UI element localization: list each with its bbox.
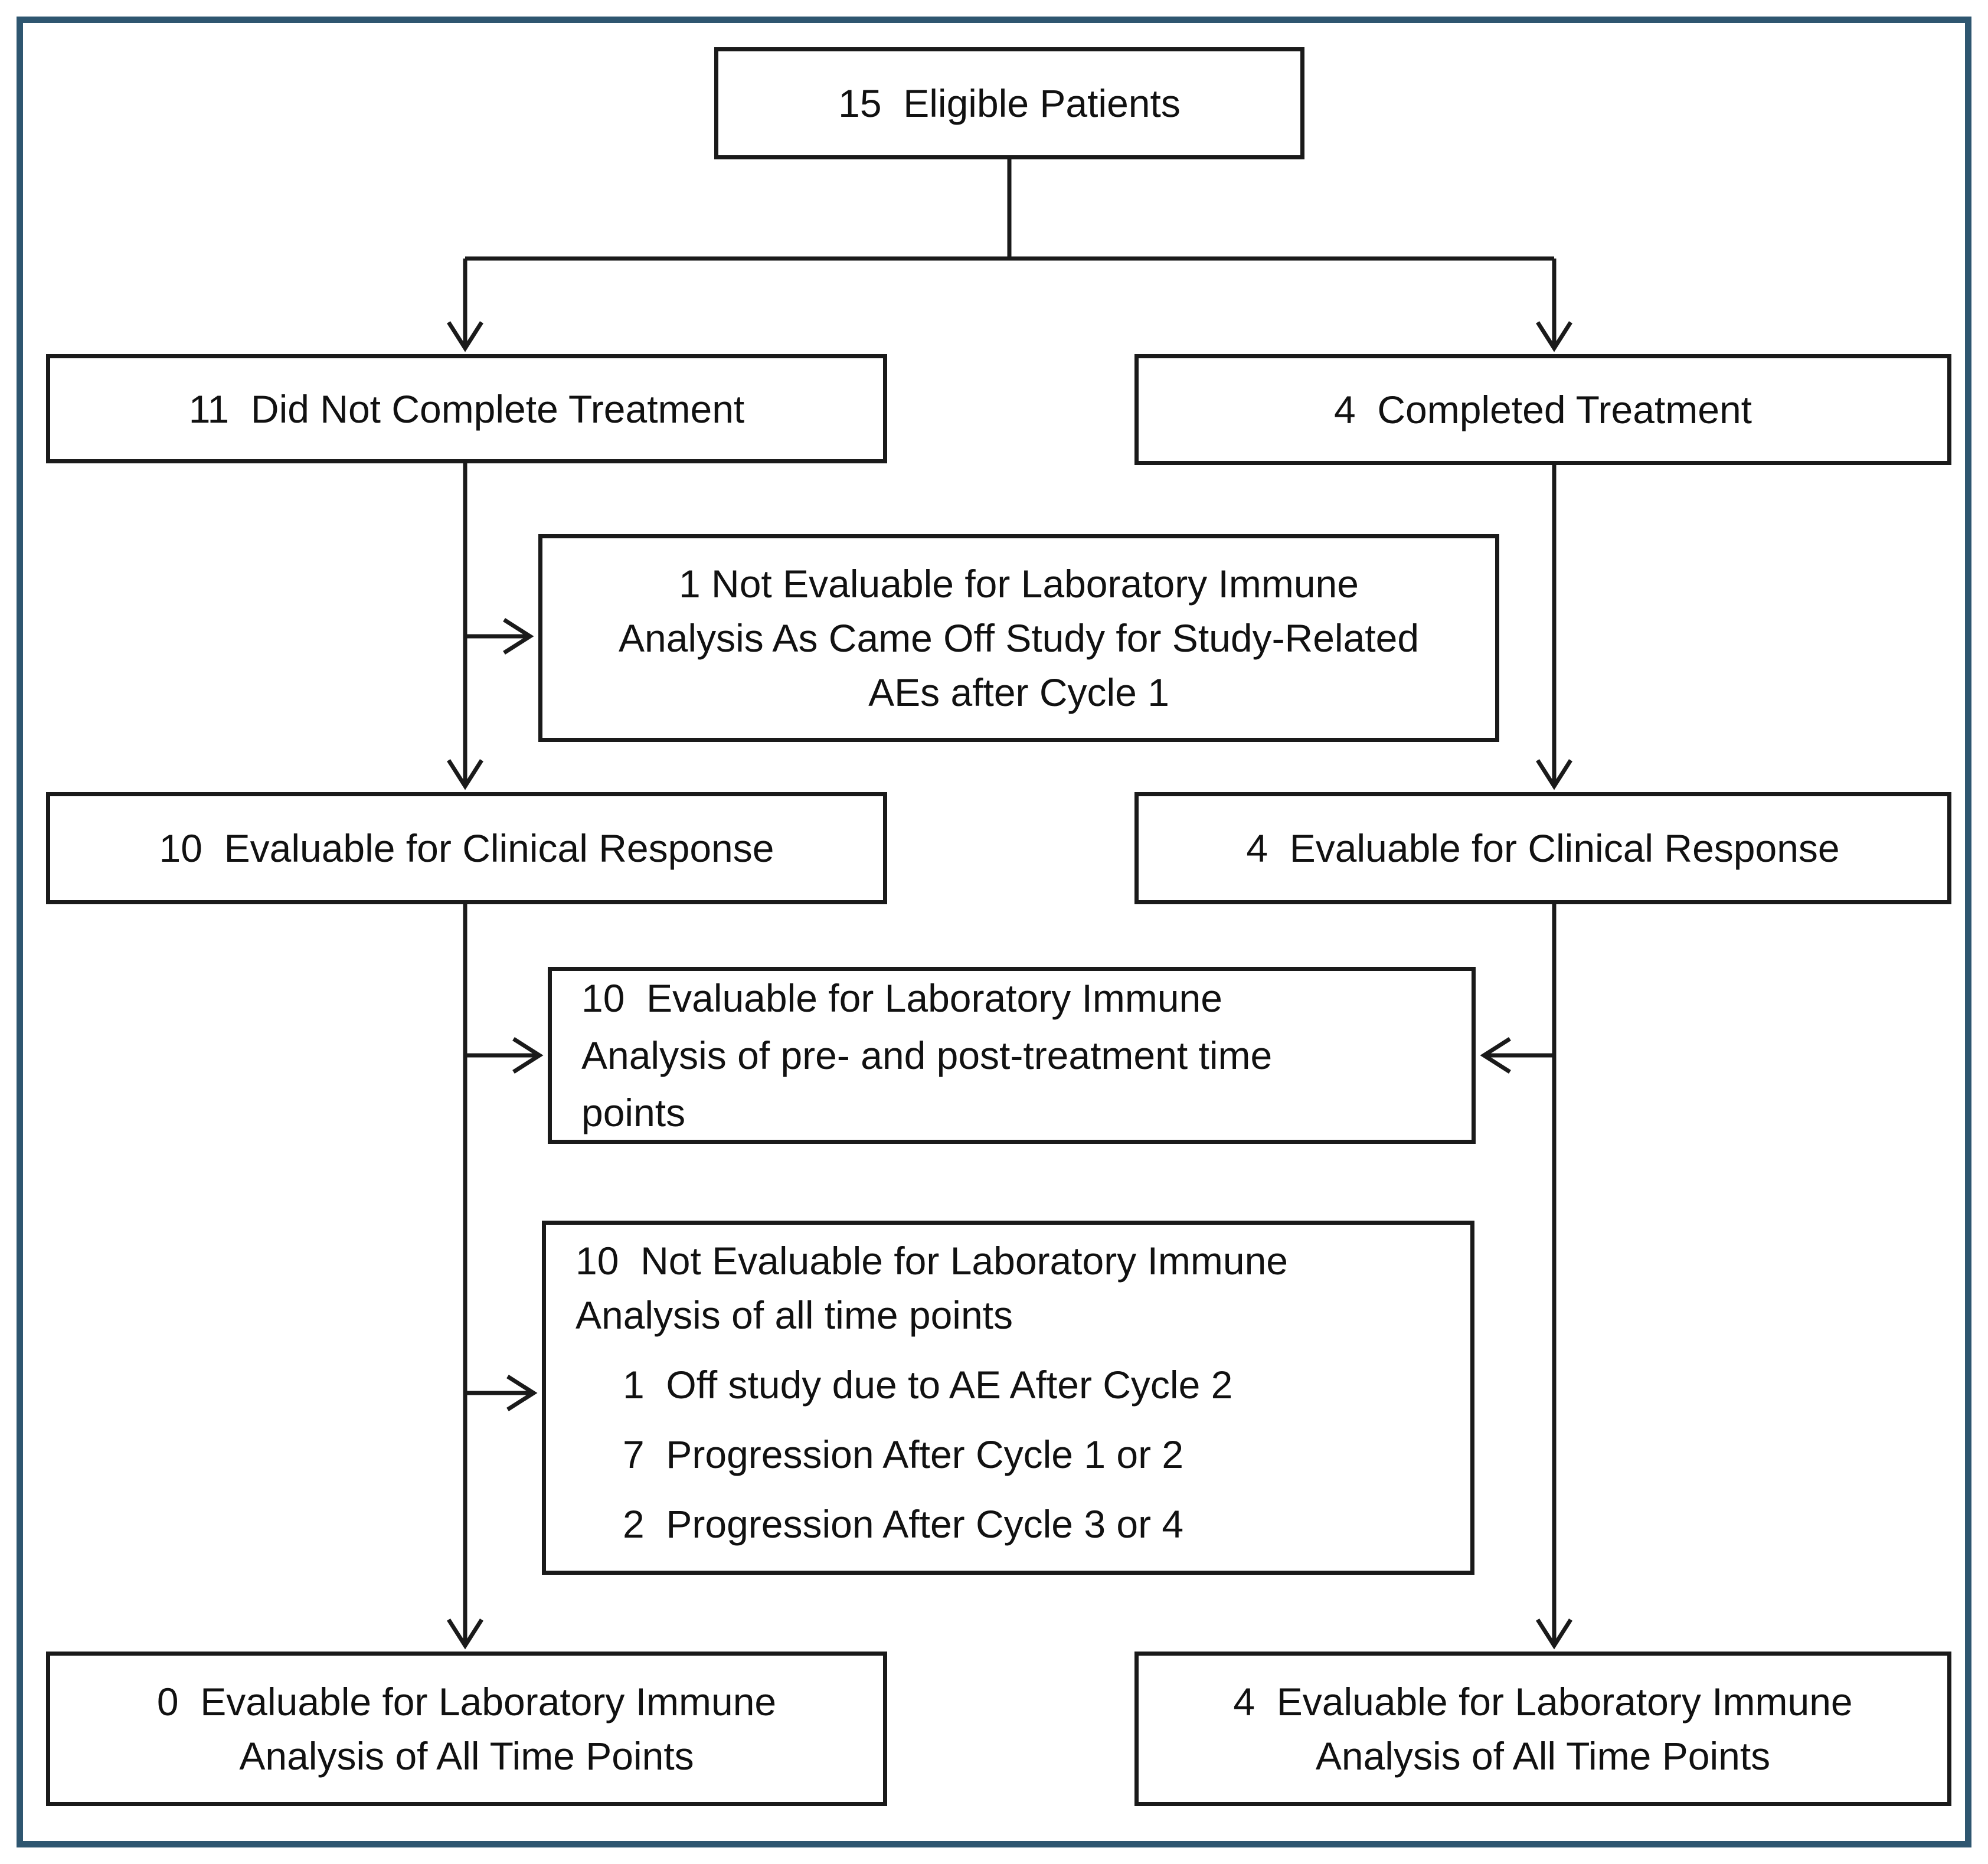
node-label-line: Analysis As Came Off Study for Study-Rel… (618, 616, 1420, 660)
node-evaluable-all-time-points-right: 4 Evaluable for Laboratory Immune Analys… (1134, 1652, 1951, 1806)
node-evaluable-clinical-response-left: 10 Evaluable for Clinical Response (46, 792, 887, 904)
node-not-evaluable-all-time-points: 10 Not Evaluable for Laboratory Immune A… (542, 1221, 1474, 1575)
node-label: 4 Completed Treatment (1333, 388, 1752, 431)
node-label: 10 Evaluable for Clinical Response (159, 826, 774, 870)
node-label: 15 Eligible Patients (838, 81, 1181, 125)
node-evaluable-all-time-points-left: 0 Evaluable for Laboratory Immune Analys… (46, 1652, 887, 1806)
node-sub-item: 2 Progression After Cycle 3 or 4 (623, 1502, 1184, 1546)
node-label-line: 4 Evaluable for Laboratory Immune (1233, 1680, 1853, 1724)
node-not-evaluable-ae-cycle1: 1 Not Evaluable for Laboratory Immune An… (538, 534, 1499, 742)
node-eligible-patients: 15 Eligible Patients (714, 47, 1304, 159)
node-evaluable-lab-pre-post: 10 Evaluable for Laboratory Immune Analy… (548, 967, 1476, 1144)
node-label-line: points (581, 1090, 686, 1134)
node-label-line: AEs after Cycle 1 (868, 671, 1169, 714)
node-evaluable-clinical-response-right: 4 Evaluable for Clinical Response (1134, 792, 1951, 904)
node-header-line: Analysis of all time points (576, 1293, 1013, 1337)
node-header-line: 10 Not Evaluable for Laboratory Immune (576, 1239, 1288, 1283)
node-sub-item: 7 Progression After Cycle 1 or 2 (623, 1433, 1184, 1476)
node-label-line: Analysis of All Time Points (1315, 1734, 1771, 1778)
node-sub-item: 1 Off study due to AE After Cycle 2 (623, 1363, 1233, 1407)
node-label: 4 Evaluable for Clinical Response (1246, 826, 1840, 870)
node-completed-treatment: 4 Completed Treatment (1134, 354, 1951, 465)
node-label-line: 0 Evaluable for Laboratory Immune (156, 1680, 777, 1724)
node-did-not-complete-treatment: 11 Did Not Complete Treatment (46, 354, 887, 463)
node-label: 11 Did Not Complete Treatment (188, 387, 745, 431)
node-label-line: Analysis of All Time Points (239, 1734, 694, 1778)
node-label-line: 1 Not Evaluable for Laboratory Immune (679, 562, 1359, 606)
node-label-line: 10 Evaluable for Laboratory Immune (581, 976, 1222, 1020)
node-label-line: Analysis of pre- and post-treatment time (581, 1033, 1273, 1077)
